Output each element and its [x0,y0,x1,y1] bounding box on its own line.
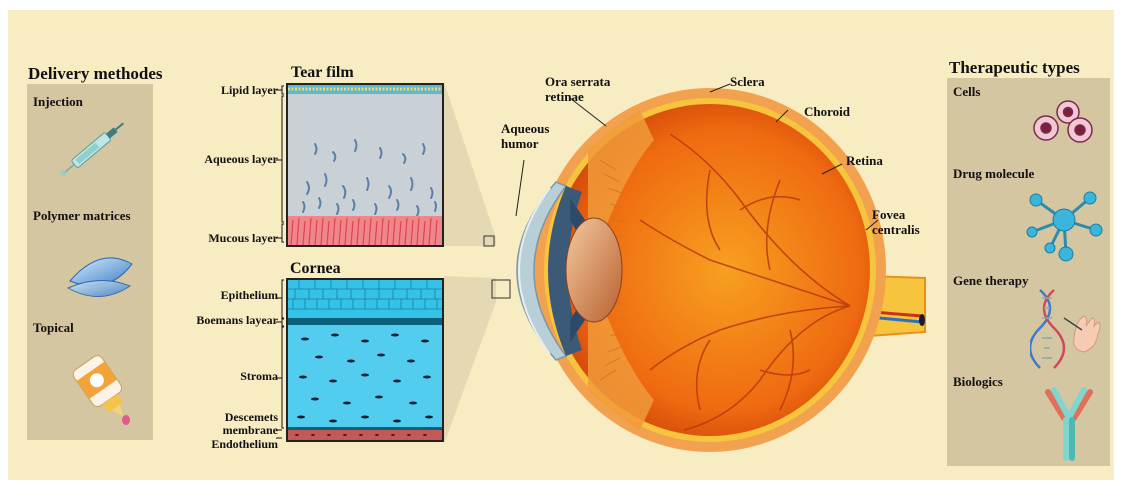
syringe-icon [50,112,140,182]
mucous-layer-label: Mucous layer [196,231,278,246]
ora-serrata-label-line1: Ora serrata [545,74,610,89]
therapeutic-item-cells-label: Cells [953,84,980,100]
therapeutic-item-biologics-label: Biologics [953,374,1003,390]
lipid-layer-label: Lipid layer [204,83,278,98]
delivery-item-injection-label: Injection [33,94,83,110]
aqueous-layer-label: Aqueous layer [190,152,278,167]
molecule-icon [1020,182,1106,262]
therapeutic-item-gene-label: Gene therapy [953,273,1028,289]
contact-lens-icon [60,226,140,306]
sclera-label: Sclera [730,74,765,89]
cornea-detail-box [492,280,510,298]
fovea-centralis-label-line1: Fovea [872,207,905,222]
antibody-icon [1034,384,1104,464]
stroma-label: Stroma [210,369,278,384]
epithelium-label: Epithelium [200,288,278,303]
dna-icon [1030,288,1106,372]
tear-film-brackets [276,84,288,244]
cornea-cross-section [285,277,445,443]
cells-icon [1024,96,1100,152]
therapeutic-types-title: Therapeutic types [949,58,1080,78]
retina-label: Retina [846,153,883,168]
aqueous-humor-label-line2: humor [501,136,539,151]
tear-film-detail-box [484,236,494,246]
tear-film-cross-section [285,82,445,248]
cornea-title: Cornea [290,260,341,278]
delivery-item-polymer-label: Polymer matrices [33,208,131,224]
choroid-label: Choroid [804,104,850,119]
endothelium-label: Endothelium [190,437,278,452]
aqueous-humor-label-line1: Aqueous [501,121,549,136]
tear-film-title: Tear film [291,64,354,82]
crystalline-lens [566,218,622,322]
fovea-centralis-label-line2: centralis [872,222,920,237]
boemans-layer-label: Boemans layear [172,313,278,328]
delivery-methods-title: Delivery methodes [28,64,163,84]
eye-drop-bottle-icon [60,338,140,433]
membrane-label: membrane [200,423,278,438]
cornea-brackets [276,278,288,446]
ora-serrata-label-line2: retinae [545,89,584,104]
therapeutic-item-molecule-label: Drug molecule [953,166,1034,182]
delivery-item-topical-label: Topical [33,320,74,336]
